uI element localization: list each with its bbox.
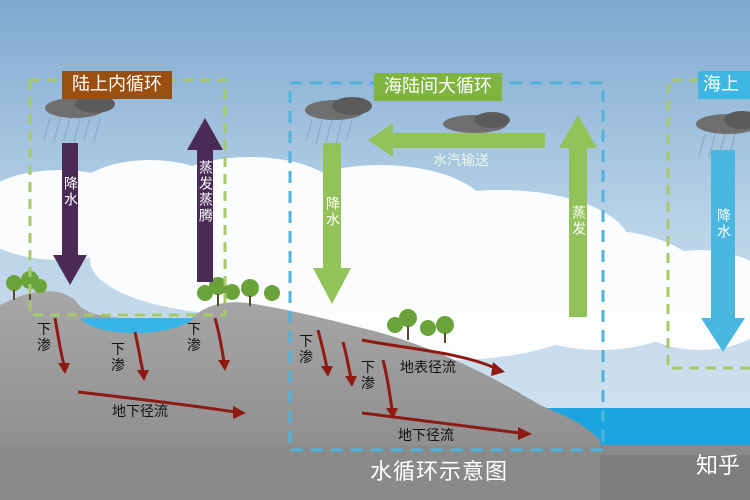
inner-cycle-title: 陆上内循环 [62,71,172,99]
precipitation-arrow-sea-land [313,143,351,304]
diagram-caption: 水循环示意图 [370,460,509,485]
precipitation-label-sea: 降水 [715,208,731,240]
inner-cycle-boundary [28,78,227,317]
infiltration-label-1: 下渗 [37,322,51,354]
trees [6,271,454,343]
infiltration-label-4: 下渗 [299,334,313,366]
surface-runoff-arrow [361,338,496,370]
surface-runoff-label: 地表径流 [400,360,456,376]
rain-cloud-inner [43,95,115,143]
evaporation-arrow-sea-land [559,115,597,317]
evaporation-transpiration-label: 蒸发蒸腾 [197,160,213,224]
infiltration-arrow-6 [381,359,394,411]
evaporation-label-sea-land: 蒸发 [570,205,586,237]
infiltration-label-3: 下渗 [187,322,201,354]
rain-cloud-sea-land [305,97,372,145]
evaporation-arrow-inner [187,118,223,282]
underground-runoff-label-inner: 地下径流 [112,404,168,420]
infiltration-label-5: 下渗 [361,360,375,392]
infiltration-arrow-1 [53,317,66,366]
underground-runoff-arrow-sea-land [361,411,521,435]
runoff-arrowheads [58,360,532,440]
underground-runoff-label-sea-land: 地下径流 [398,428,454,444]
underground-runoff-arrow-inner [77,390,236,414]
vapor-transport-arrow [368,123,545,157]
underground-water-arrows [53,317,521,435]
infiltration-label-2: 下渗 [111,342,125,374]
sea-land-cycle-title: 海陆间大循环 [374,73,502,101]
precipitation-label-sea-land: 降水 [324,196,340,228]
rain-cloud-sea [696,111,750,159]
infiltration-arrow-5 [341,341,353,379]
lake [80,318,195,334]
infiltration-arrow-3 [213,317,226,363]
precipitation-arrow-sea [701,150,745,352]
sea-cycle-title: 海上 [698,71,750,99]
infiltration-arrow-2 [133,331,145,373]
watermark: 知乎 [696,454,741,479]
vapor-transport-label: 水汽输送 [433,153,489,169]
infiltration-arrow-4 [316,329,329,369]
precipitation-label-inner: 降水 [62,176,78,208]
cloud-ocean [443,112,510,133]
precipitation-arrow-inner [53,143,87,285]
ocean-floor [600,455,750,500]
